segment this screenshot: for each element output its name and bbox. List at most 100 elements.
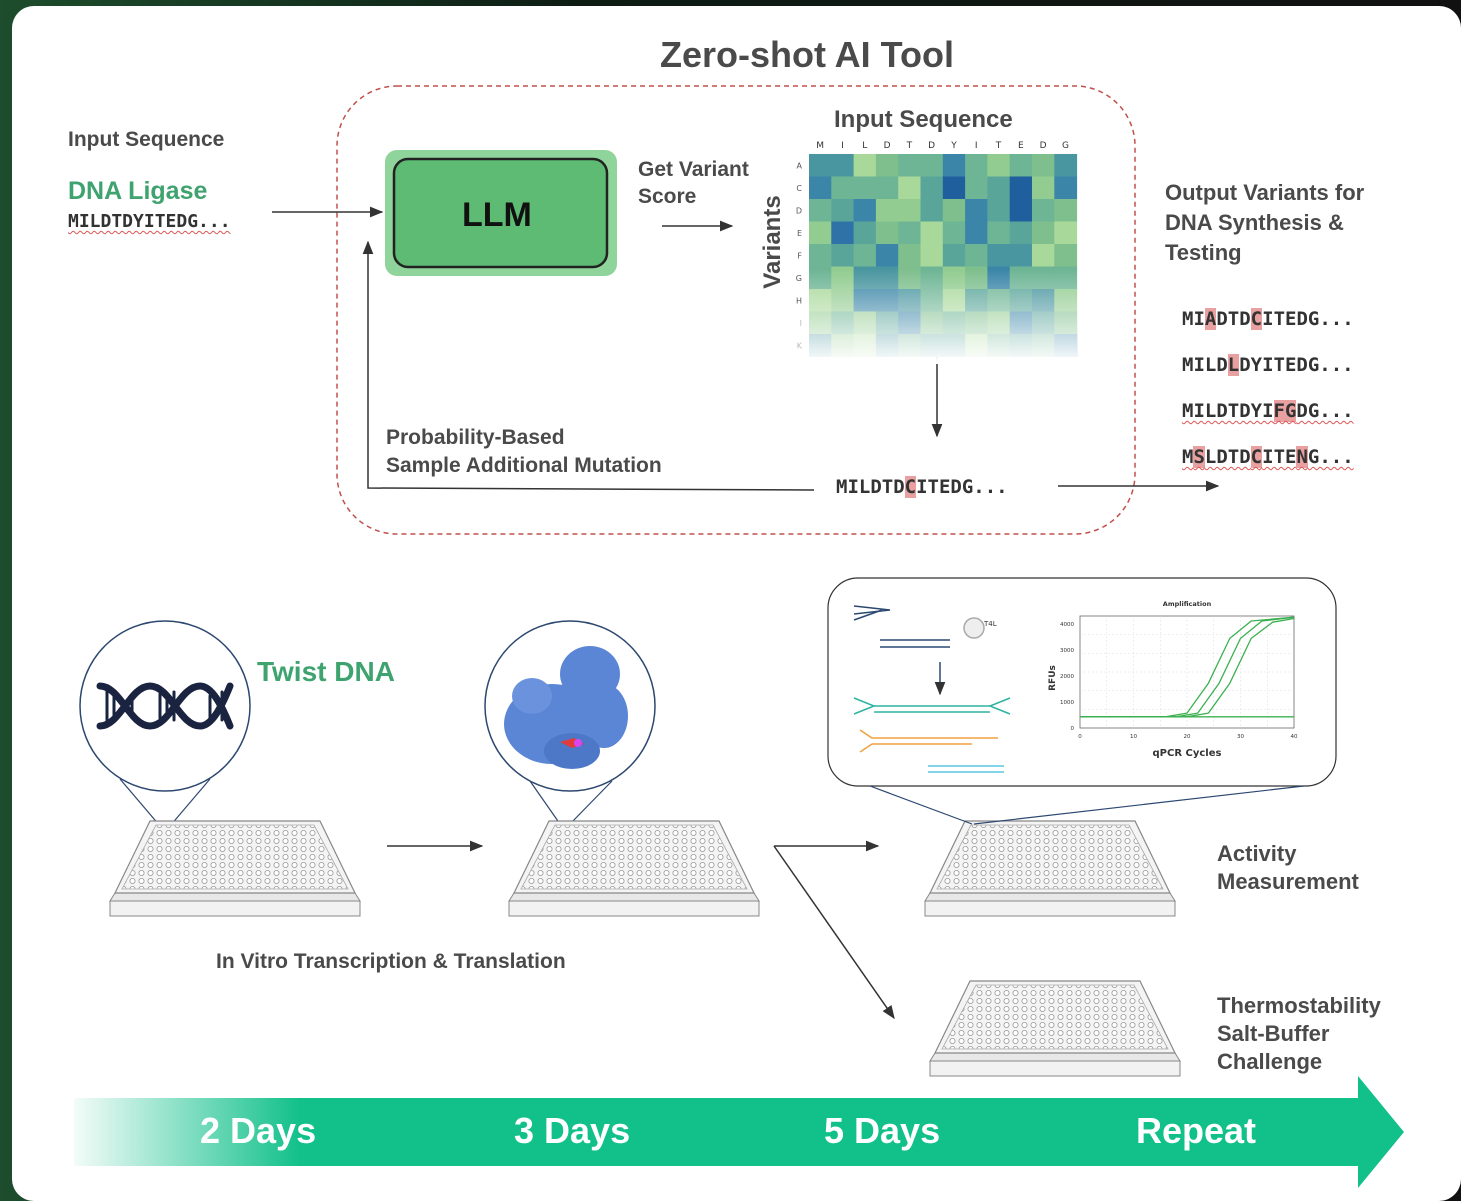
- probability-line-2: Sample Additional Mutation: [386, 454, 662, 477]
- probability-text: Probability-Based Sample Additional Muta…: [386, 424, 662, 480]
- x-tick-label: 20: [1184, 734, 1191, 740]
- output-variant: MIADTDCITEDG...: [1182, 308, 1354, 330]
- activity-plate: [924, 820, 1176, 917]
- heatmap-x-letter: L: [862, 141, 867, 151]
- variant-mutation: FG: [1273, 400, 1297, 422]
- plate-arrow-3: [773, 845, 895, 1020]
- heatmap-y-letter: D: [796, 206, 802, 215]
- variant-mutation: A: [1204, 308, 1217, 330]
- x-tick-label: 40: [1291, 734, 1298, 740]
- input-sequence: MILDTDYITEDG...: [68, 211, 231, 232]
- twist-dna-label: Twist DNA: [257, 656, 395, 687]
- heatmap-x-letter: M: [816, 141, 824, 151]
- heatmap-title: Input Sequence: [834, 106, 1013, 133]
- variant-mutation: N: [1296, 446, 1308, 468]
- variant-segment: MILDTDYI: [1182, 400, 1274, 422]
- variant-segment: MILD: [1182, 354, 1228, 376]
- protein-name: DNA Ligase: [68, 177, 208, 205]
- variant-mutation: S: [1193, 446, 1205, 468]
- heatmap-x-letter: D: [928, 141, 935, 151]
- chart-title: Amplification: [1163, 600, 1212, 608]
- get-variant-line-2: Score: [638, 185, 697, 208]
- activity-line-2: Measurement: [1217, 869, 1359, 894]
- input-label: Input Sequence: [68, 128, 225, 151]
- timeline-label-4: Repeat: [1136, 1110, 1257, 1151]
- ai-tool-title: Zero-shot AI Tool: [660, 34, 954, 75]
- heatmap-x-letter: E: [1018, 141, 1024, 151]
- x-tick-label: 0: [1078, 734, 1082, 740]
- heatmap-x-letter: D: [884, 141, 891, 151]
- sampled-seq-mutation: C: [904, 476, 917, 498]
- dna-helix-icon: [96, 682, 234, 730]
- dna-plate: [109, 820, 361, 917]
- heatmap-x-letter: T: [995, 141, 1002, 151]
- probability-line-1: Probability-Based: [386, 426, 565, 449]
- heatmap-x-letter: G: [1062, 141, 1069, 151]
- variant-mutation: L: [1227, 354, 1240, 376]
- ivtt-label: In Vitro Transcription & Translation: [216, 950, 566, 973]
- thermostability-plate: [929, 980, 1181, 1077]
- output-variant: MSLDTDCITENG...: [1182, 446, 1354, 468]
- x-tick-label: 10: [1130, 734, 1137, 740]
- heatmap-y-letter: E: [797, 229, 802, 238]
- sampled-seq-post: ITEDG...: [916, 476, 1008, 498]
- variant-segment: M: [1182, 446, 1194, 468]
- thermostability-label: Thermostability Salt-Buffer Challenge: [1217, 992, 1381, 1076]
- ivtt-plate: [508, 820, 760, 917]
- heatmap-y-letter: G: [796, 274, 802, 283]
- dna-circle: [79, 620, 251, 792]
- output-variant: MILDLDYITEDG...: [1182, 354, 1354, 376]
- llm-label: LLM: [462, 196, 532, 234]
- heatmap-x-letter: I: [841, 141, 844, 151]
- thermo-line-2: Salt-Buffer: [1217, 1021, 1330, 1046]
- get-variant-line-1: Get Variant: [638, 158, 749, 181]
- variant-mutation: C: [1250, 308, 1263, 330]
- variant-mutation: C: [1250, 446, 1263, 468]
- probe-label: T4L: [983, 620, 997, 628]
- output-variant: MILDTDYIFGDG...: [1182, 400, 1354, 422]
- heatmap-y-letter: A: [797, 161, 803, 170]
- chart-ylabel: RFUs: [1048, 665, 1058, 691]
- variant-segment: ITE: [1262, 446, 1297, 468]
- x-tick-label: 30: [1237, 734, 1244, 740]
- output-label-line-3: Testing: [1165, 240, 1242, 265]
- heatmap-fade: [809, 154, 1077, 364]
- feedback-arrow: [362, 240, 815, 491]
- variant-segment: LDTD: [1204, 446, 1251, 468]
- heatmap-y-letter: I: [800, 319, 802, 328]
- sampled-seq-pre: MILDTD: [836, 476, 905, 498]
- heatmap-x-letter: I: [975, 141, 978, 151]
- variant-segment: ITEDG...: [1262, 308, 1354, 330]
- thermo-line-1: Thermostability: [1217, 993, 1381, 1018]
- variant-segment: DYITEDG...: [1239, 354, 1354, 376]
- variants-axis-label: Variants: [759, 195, 786, 289]
- sampled-sequence: MILDTDCITEDG...: [836, 476, 1008, 498]
- variant-segment: DG...: [1296, 400, 1354, 422]
- output-label-line-2: DNA Synthesis &: [1165, 210, 1344, 235]
- y-tick-label: 2000: [1060, 674, 1074, 680]
- thermo-line-3: Challenge: [1217, 1049, 1323, 1074]
- heatmap-x-letter: T: [906, 141, 913, 151]
- timeline-label-3: 5 Days: [824, 1110, 941, 1151]
- heatmap-y-letter: C: [796, 184, 802, 193]
- activity-label: Activity Measurement: [1217, 840, 1359, 896]
- protein-structure-icon: [504, 646, 628, 769]
- probe-schematic: [853, 605, 1011, 773]
- chart-xlabel: qPCR Cycles: [1153, 748, 1222, 759]
- get-variant-score-label: Get Variant Score: [638, 156, 749, 210]
- variant-segment: MI: [1182, 308, 1205, 330]
- heatmap-x-letter: Y: [950, 141, 957, 151]
- timeline-label-2: 3 Days: [514, 1110, 631, 1151]
- variant-segment: G...: [1307, 446, 1354, 468]
- y-tick-label: 4000: [1060, 622, 1074, 628]
- zero-shot-region: [336, 85, 1136, 535]
- activity-line-1: Activity: [1217, 841, 1297, 866]
- heatmap-y-letter: K: [797, 341, 803, 350]
- y-tick-label: 1000: [1060, 700, 1074, 706]
- variant-segment: DTD: [1216, 308, 1251, 330]
- heatmap-x-letter: D: [1040, 141, 1047, 151]
